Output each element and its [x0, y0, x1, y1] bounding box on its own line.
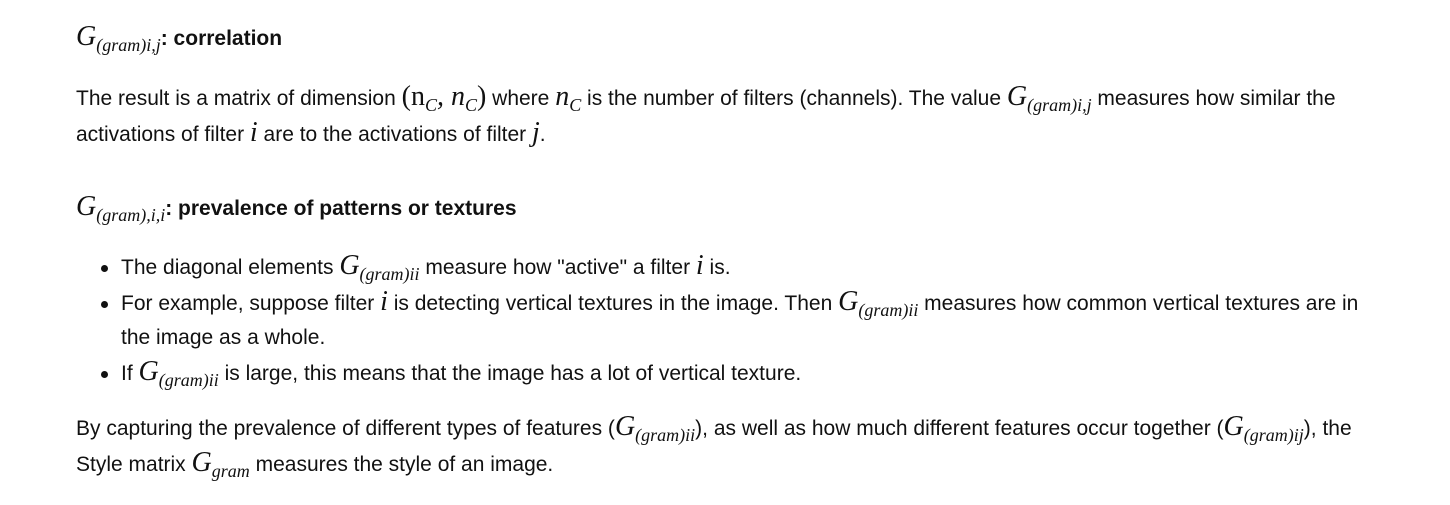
list-item: For example, suppose filter i is detecti…: [76, 285, 1376, 355]
gram-ii-symbol: G(gram),i,i: [76, 191, 166, 225]
paragraph-style-matrix-summary: By capturing the prevalence of different…: [76, 411, 1352, 481]
i-math: i: [249, 117, 258, 148]
nc-math: nC: [555, 81, 582, 115]
list-item: The diagonal elements G(gram)ii measure …: [76, 249, 1376, 285]
heading-label: : prevalence of patterns or textures: [165, 197, 517, 220]
bullet-list: The diagonal elements G(gram)ii measure …: [76, 249, 1376, 391]
gram-ii-math: G(gram)ii: [138, 356, 219, 390]
i-math: i: [695, 250, 704, 281]
gram-ij-symbol: G(gram)i,j: [76, 21, 161, 55]
gram-ii-math: G(gram)ii: [838, 286, 919, 320]
section-heading-correlation: G(gram)i,j: correlation: [76, 21, 283, 55]
gram-ii-math: G(gram)ii: [339, 250, 420, 284]
gram-ij-math: G(gram)ij: [1223, 411, 1304, 445]
heading-label: : correlation: [160, 27, 283, 50]
list-item: If G(gram)ii is large, this means that t…: [76, 355, 1376, 391]
gram-matrix-math: Ggram: [191, 447, 250, 481]
gram-ij-math: G(gram)i,j: [1006, 81, 1092, 115]
section-heading-prevalence: G(gram),i,i: prevalence of patterns or t…: [76, 191, 517, 225]
j-math: j: [532, 117, 540, 148]
dimension-math: (nC, nC): [401, 81, 487, 115]
paragraph-correlation-description: The result is a matrix of dimension (nC,…: [76, 81, 1336, 148]
i-math: i: [380, 286, 388, 317]
gram-ii-math: G(gram)ii: [614, 411, 696, 445]
